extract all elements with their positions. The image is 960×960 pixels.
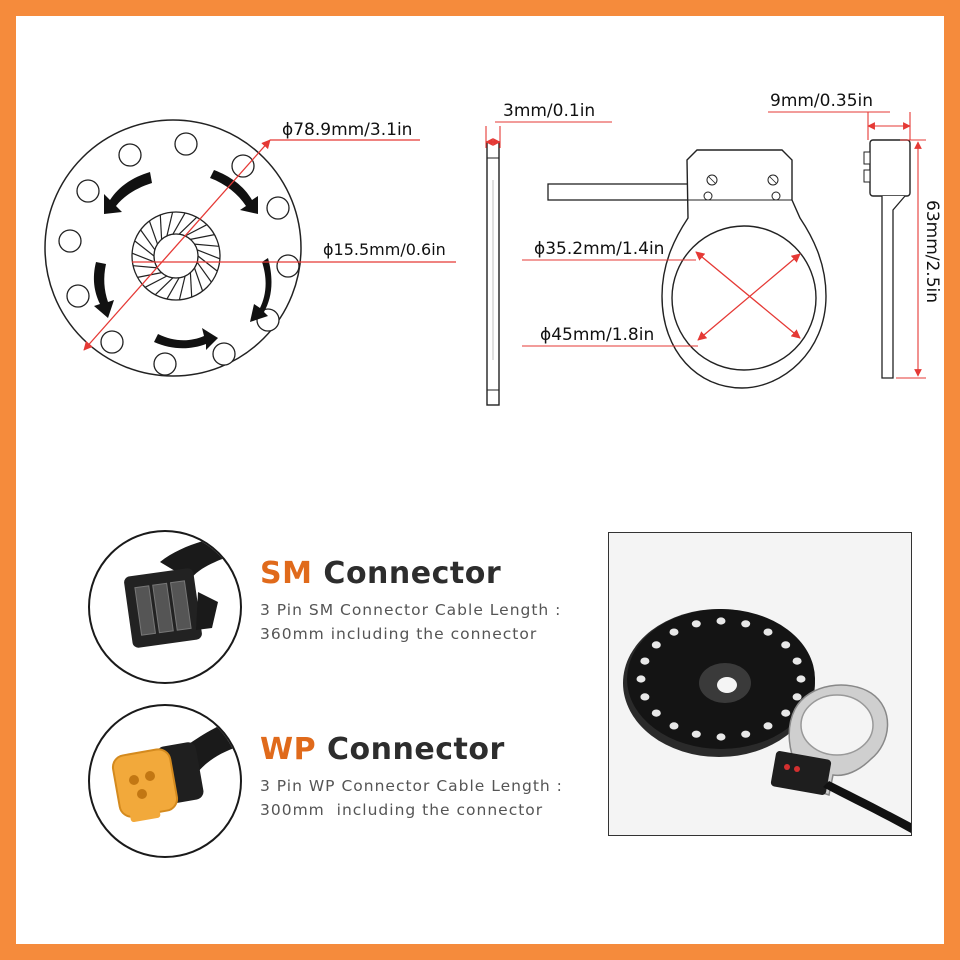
magnet-dot [763,722,773,730]
disc-side-view [485,121,612,406]
magnet-dot [781,709,791,717]
disc-front-view [44,119,456,377]
magnet-dot [651,641,661,649]
ring-inner-diameter-label: ϕ35.2mm/1.4in [534,239,664,259]
sensor-width-label: 9mm/0.35in [770,91,873,111]
wp-highlight: WP [260,732,317,767]
magnet-dot [636,675,646,683]
sm-connector-description: 3 Pin SM Connector Cable Length : 360mm … [260,598,561,646]
pas-disc-photo [608,532,912,836]
magnet-dot [716,733,726,741]
hub-diameter-label: ϕ15.5mm/0.6in [323,240,446,259]
magnet-dot [691,730,701,738]
sm-highlight: SM [260,556,313,591]
sm-connector-plug [88,530,242,684]
wp-connector-description: 3 Pin WP Connector Cable Length : 300mm … [260,774,563,822]
sm-desc-line-2: 360mm including the connector [260,625,538,643]
magnet-dot [796,675,806,683]
magnet-dot [691,620,701,628]
sm-connector-title: SM Connector [260,556,501,591]
wp-connector-title: WP Connector [260,732,505,767]
magnet-dot [781,641,791,649]
magnet-dot [640,657,650,665]
wp-desc-line-2: 300mm including the connector [260,801,544,819]
sm-title-rest: Connector [323,556,502,591]
sensor-side-view [768,111,926,379]
magnet-dot [640,693,650,701]
sm-desc-line-1: 3 Pin SM Connector Cable Length : [260,601,562,619]
magnet-dot [763,628,773,636]
wp-connector-plug [88,704,242,858]
magnet-dot [669,628,679,636]
magnet-dot [792,657,802,665]
wp-title-rest: Connector [327,732,505,767]
magnet-dot [792,693,802,701]
magnet-dot [741,730,751,738]
wp-desc-line-1: 3 Pin WP Connector Cable Length : [260,777,563,795]
ring-outer-diameter-label: ϕ45mm/1.8in [540,325,654,345]
magnet-dot [651,709,661,717]
sensor-height-label: 63mm/2.5in [922,200,942,303]
magnet-dot [716,617,726,625]
disc-thickness-label: 3mm/0.1in [503,101,595,121]
sensor-ring-front-view [522,149,827,389]
disc-diameter-label: ϕ78.9mm/3.1in [282,120,412,140]
magnet-dot [741,620,751,628]
magnet-dot [669,722,679,730]
